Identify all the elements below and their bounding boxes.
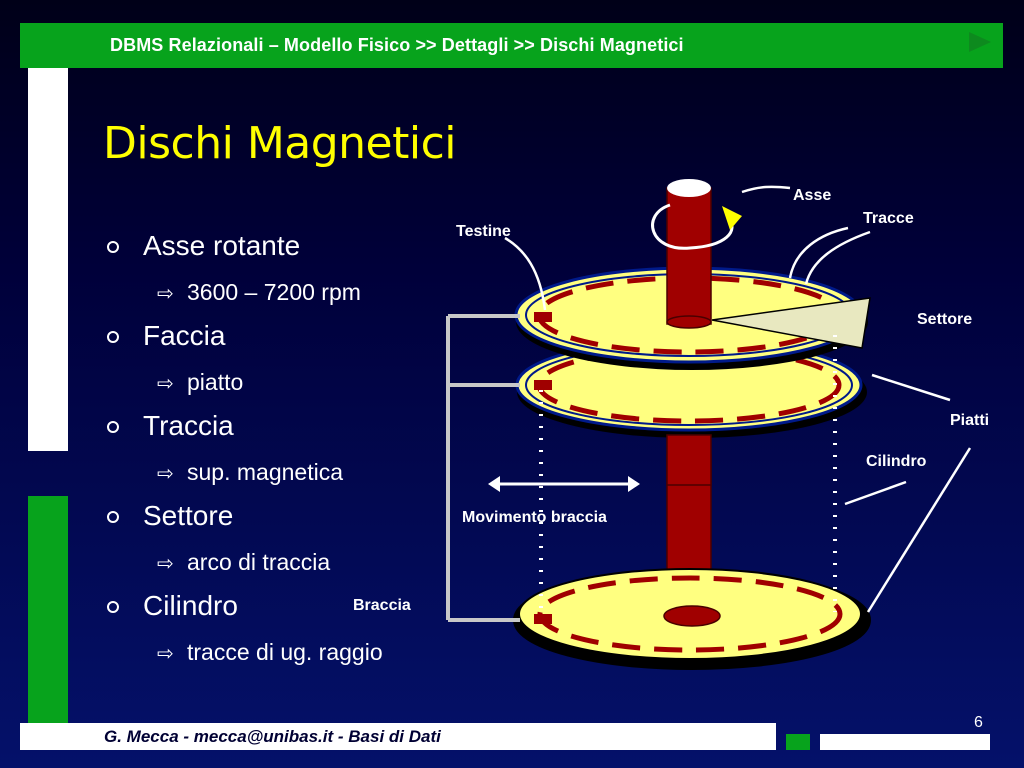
bullet-label: Traccia [143, 410, 234, 441]
bullet-label: Settore [143, 500, 234, 531]
sidebar-white-bar [28, 38, 68, 451]
sub-bullet-label: arco di traccia [187, 549, 331, 575]
spindle-middle [666, 434, 712, 486]
footer-green-square [786, 734, 810, 750]
label-asse: Asse [793, 187, 831, 204]
circle-bullet-icon [107, 601, 119, 613]
sidebar-green-bar [28, 496, 68, 736]
sector-wedge [711, 297, 871, 349]
breadcrumb: DBMS Relazionali – Modello Fisico >> Det… [110, 35, 684, 55]
label-movimento: Movimento braccia [462, 509, 607, 526]
circle-bullet-icon [107, 241, 119, 253]
arrow-right-icon: ⇨ [157, 283, 174, 305]
bullet-label: Cilindro [143, 590, 238, 621]
label-leaders [504, 185, 972, 613]
spindle-upper [651, 179, 742, 329]
sub-bullet-label: 3600 – 7200 rpm [187, 279, 361, 305]
next-slide-icon[interactable] [969, 32, 991, 52]
page-number: 6 [974, 714, 983, 731]
arrow-right-icon: ⇨ [157, 463, 174, 485]
footer-bar: G. Mecca - mecca@unibas.it - Basi di Dat… [20, 723, 776, 750]
bullet-label: Asse rotante [143, 230, 301, 261]
footer-text: G. Mecca - mecca@unibas.it - Basi di Dat… [104, 727, 441, 746]
slide-header: DBMS Relazionali – Modello Fisico >> Det… [20, 23, 1003, 68]
circle-bullet-icon [107, 421, 119, 433]
sub-bullet-label: tracce di ug. raggio [187, 639, 383, 665]
circle-bullet-icon [107, 511, 119, 523]
footer-white-bar [820, 734, 990, 750]
rotation-arrow-icon [722, 206, 742, 230]
label-tracce: Tracce [863, 210, 914, 227]
label-piatti: Piatti [950, 412, 989, 429]
label-braccia: Braccia [353, 597, 411, 614]
label-cilindro: Cilindro [866, 453, 927, 470]
actuator-arms [446, 312, 552, 624]
arrow-right-icon: ⇨ [157, 553, 174, 575]
movement-arrow [488, 476, 640, 492]
page-title: Dischi Magnetici [103, 118, 457, 169]
sub-bullet-label: sup. magnetica [187, 459, 343, 485]
label-settore: Settore [917, 311, 972, 328]
arrow-right-icon: ⇨ [157, 643, 174, 665]
circle-bullet-icon [107, 331, 119, 343]
arrow-right-icon: ⇨ [157, 373, 174, 395]
sub-bullet-label: piatto [187, 369, 244, 395]
platter-bottom [513, 568, 871, 670]
cylinder-guides [539, 335, 837, 612]
bullet-label: Faccia [143, 320, 226, 351]
label-testine: Testine [456, 223, 511, 240]
